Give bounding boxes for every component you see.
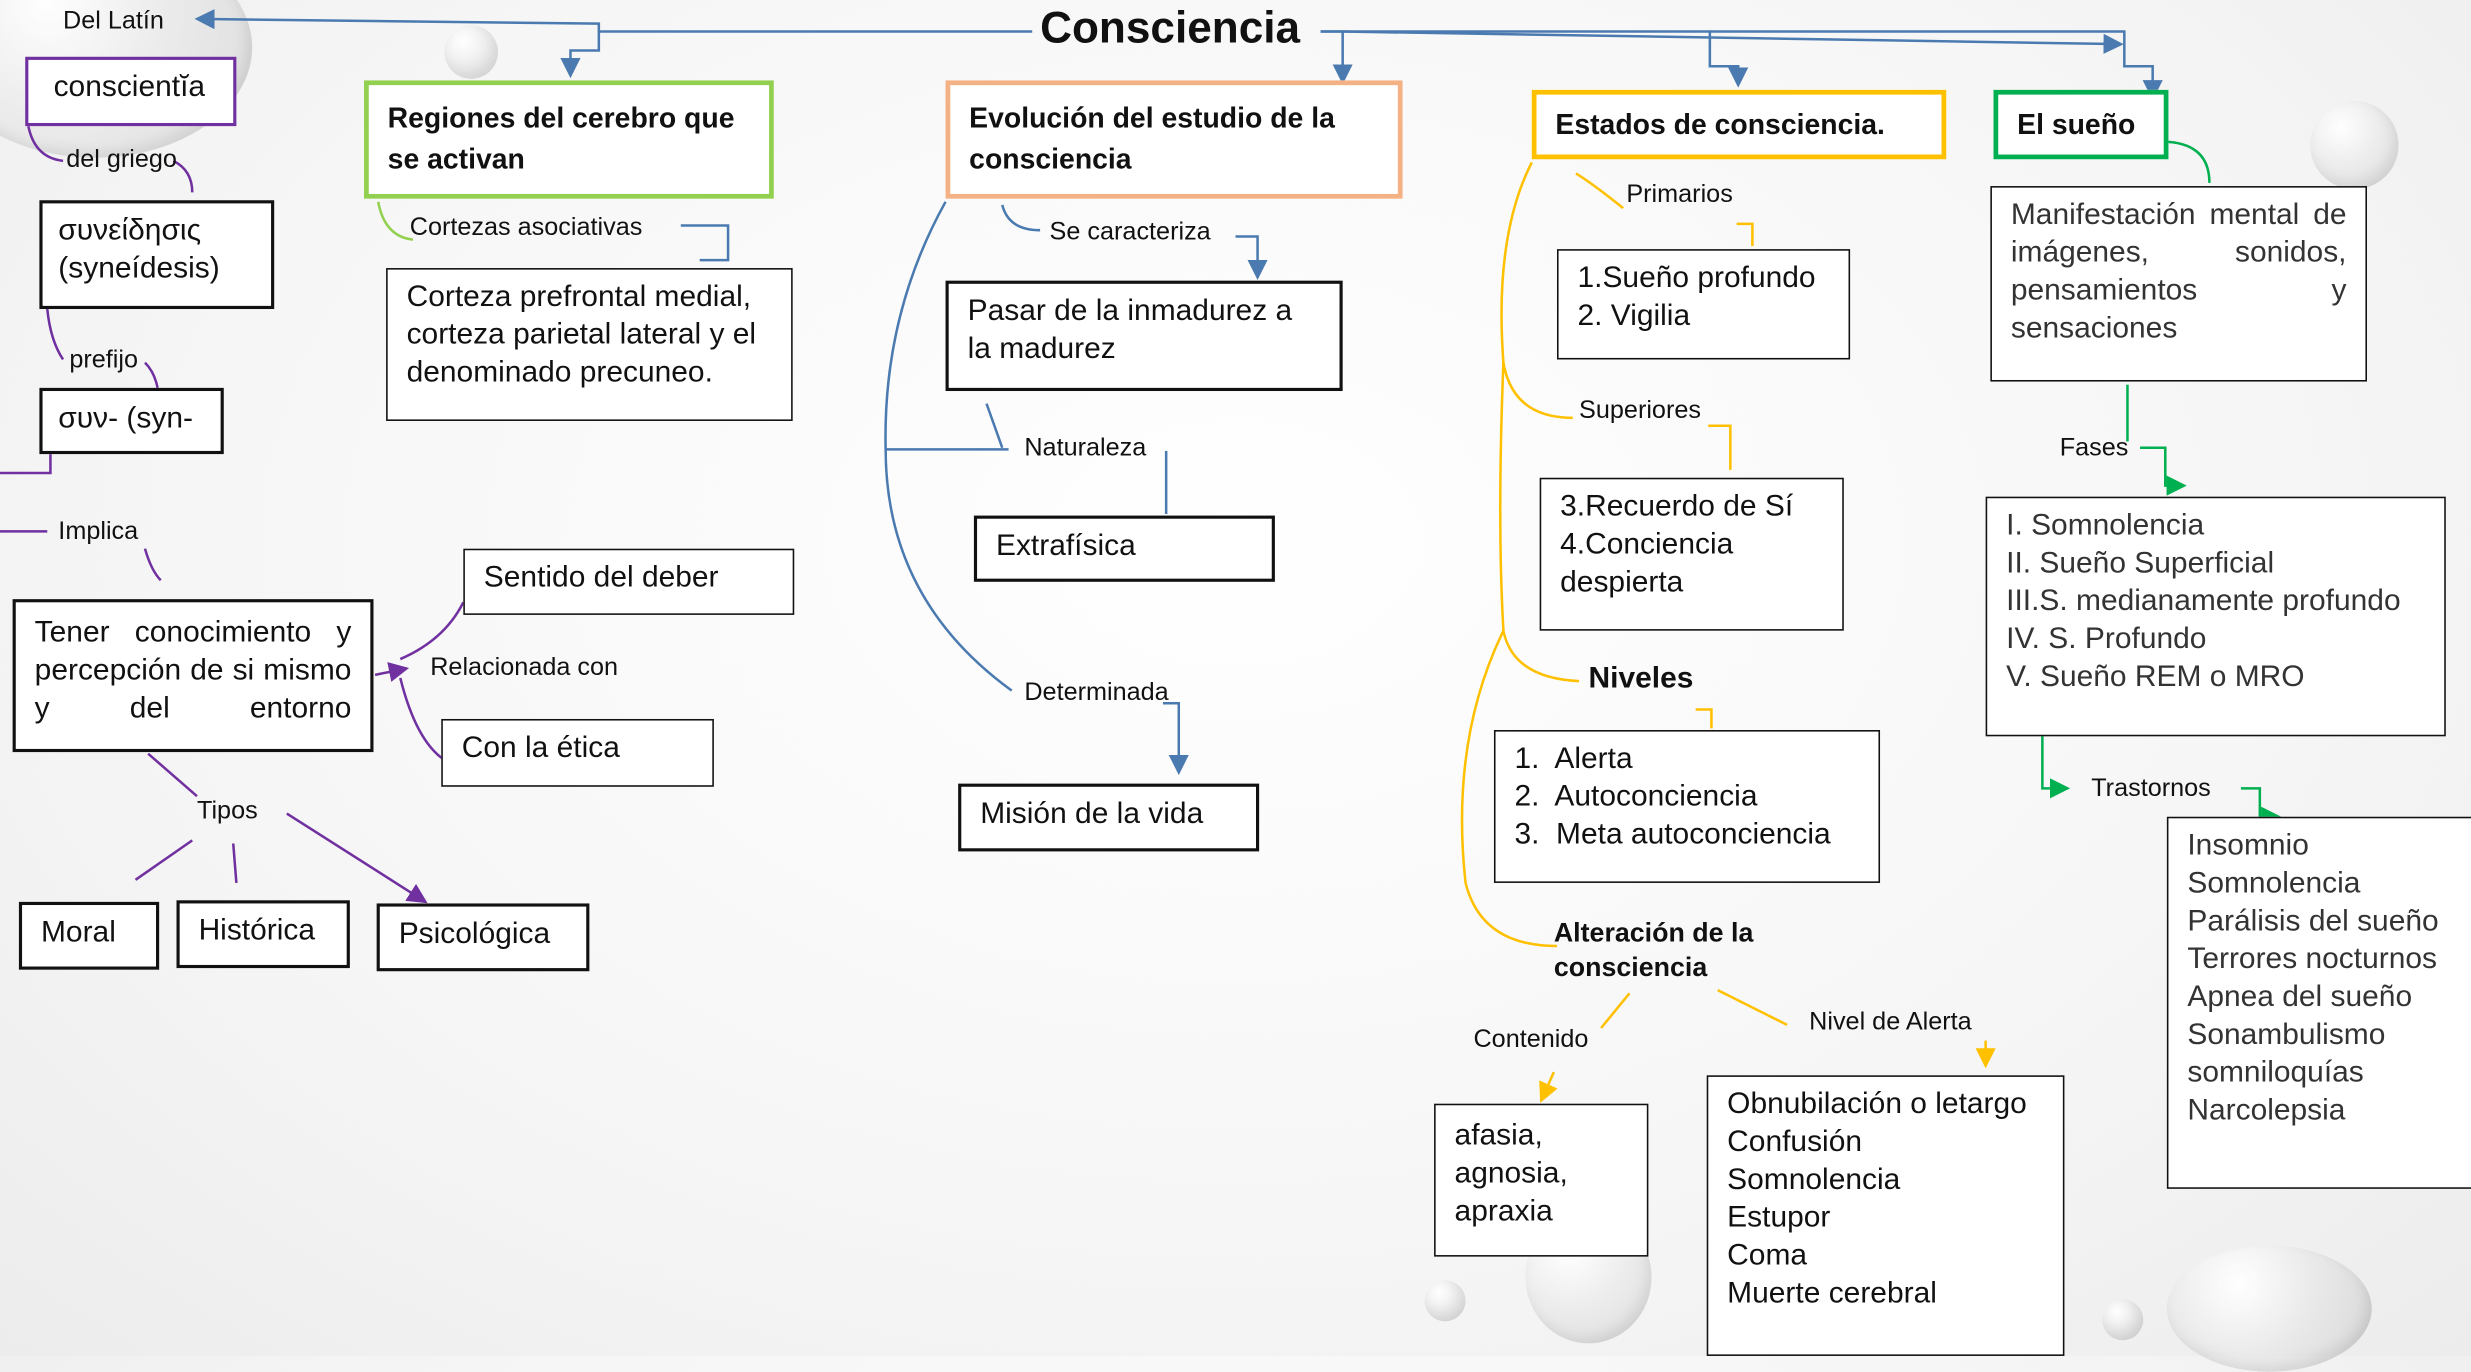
latin-word-box: conscientĭa (25, 56, 237, 127)
trastornos-label: Trastornos (2091, 775, 2211, 803)
cortezas-label: Cortezas asociativas (409, 214, 643, 242)
estados-title: Estados de consciencia. (1555, 108, 1885, 141)
trastornos-item: somniloquías (2187, 1056, 2364, 1090)
fases-item: I. Somnolencia (2006, 509, 2205, 543)
contenido-text: afasia, agnosia, apraxia (1454, 1119, 1568, 1229)
alerta-item: Obnubilación o letargo (1727, 1087, 2027, 1122)
contenido-box: afasia, agnosia, apraxia (1434, 1103, 1649, 1257)
trastornos-item: Parálisis del sueño (2187, 905, 2439, 939)
type-moral-box: Moral (18, 901, 160, 970)
etica-text: Con la ética (461, 731, 620, 765)
caracteriza-label: Se caracteriza (1049, 219, 1211, 246)
latin-word: conscientĭa (53, 70, 206, 105)
trastornos-item: Narcolepsia (2187, 1094, 2346, 1128)
droplet-decoration (2102, 1299, 2144, 1341)
trastornos-item: Apnea del sueño (2187, 980, 2413, 1014)
superiores-label: Superiores (1579, 397, 1701, 425)
del-latin-label: Del Latín (63, 7, 164, 35)
sueno-definition-box: Manifestación mental de imágenes, sonido… (1990, 186, 2368, 382)
trastornos-item: Insomnio (2187, 829, 2309, 863)
fases-box: I. Somnolencia II. Sueño Superficial III… (1985, 496, 2446, 737)
alerta-item: Confusión (1727, 1125, 1863, 1159)
trastornos-item: Sonambulismo (2187, 1018, 2386, 1052)
alerta-item: Muerte cerebral (1727, 1277, 1937, 1311)
pasar-text: Pasar de la inmadurez a la madurez (967, 294, 1293, 366)
page-title: Consciencia (1040, 3, 1301, 53)
superiores-item: 3.Recuerdo de Sí (1560, 490, 1794, 524)
superiores-item: 4.Conciencia despierta (1560, 528, 1734, 600)
niveles-box: 1. Alerta 2. Autoconciencia 3. Meta auto… (1493, 730, 1881, 883)
determinada-label: Determinada (1024, 679, 1169, 707)
naturaleza-label: Naturaleza (1024, 435, 1147, 462)
primarios-item: 2. Vigilia (1577, 299, 1691, 333)
alerta-item: Estupor (1727, 1201, 1831, 1235)
trastornos-box: Insomnio Somnolencia Parálisis del sueño… (2166, 816, 2471, 1189)
regiones-title: Regiones del cerebro que se activan (387, 102, 735, 176)
tipos-label: Tipos (196, 797, 258, 825)
sueno-definition: Manifestación mental de imágenes, sonido… (2010, 198, 2347, 346)
prefix-box: συν- (syn- (39, 387, 224, 455)
regiones-content-box: Corteza prefrontal medial, corteza parie… (386, 268, 793, 421)
fases-item: III.S. medianamente profundo (2006, 584, 2401, 619)
nivel-alerta-label: Nivel de Alerta (1809, 1009, 1972, 1036)
primarios-label: Primarios (1626, 181, 1733, 209)
primarios-item: 1.Sueño profundo (1577, 261, 1816, 295)
prefix-word: συν- (syn- (58, 402, 193, 436)
contenido-label: Contenido (1473, 1026, 1589, 1054)
fases-item: II. Sueño Superficial (2006, 547, 2275, 581)
alerta-box: Obnubilación o letargo Confusión Somnole… (1706, 1075, 2065, 1356)
droplet-decoration (444, 25, 498, 79)
type-psicologica: Psicológica (398, 917, 551, 951)
alteracion-label: Alteración de la consciencia (1553, 917, 1754, 983)
relacionada-label: Relacionada con (430, 654, 619, 682)
type-psicologica-box: Psicológica (376, 903, 590, 972)
evolucion-header: Evolución del estudio de la consciencia (945, 80, 1403, 199)
pasar-box: Pasar de la inmadurez a la madurez (945, 280, 1343, 392)
niveles-label: Niveles (1588, 662, 1694, 696)
mision-box: Misión de la vida (958, 783, 1260, 852)
sueno-header: El sueño (1993, 89, 2169, 160)
type-moral: Moral (40, 916, 116, 950)
droplet-decoration (1424, 1280, 1466, 1322)
greek-word-box: συνείδησις (syneídesis) (39, 200, 275, 310)
sueno-title: El sueño (2017, 108, 2136, 141)
evolucion-title: Evolución del estudio de la consciencia (969, 102, 1335, 176)
type-historica: Histórica (198, 914, 316, 948)
type-historica-box: Histórica (176, 900, 350, 969)
niveles-item: 3. Meta autoconciencia (1514, 818, 1831, 852)
sentido-box: Sentido del deber (463, 548, 795, 615)
trastornos-item: Terrores nocturnos (2187, 942, 2437, 976)
regiones-header: Regiones del cerebro que se activan (364, 80, 774, 199)
estados-header: Estados de consciencia. (1531, 89, 1947, 160)
droplet-decoration (2310, 100, 2399, 190)
alerta-item: Somnolencia (1727, 1163, 1901, 1197)
extrafisica-text: Extrafísica (995, 529, 1136, 563)
implica-label: Implica (58, 518, 139, 546)
fases-item: IV. S. Profundo (2006, 622, 2207, 656)
droplet-decoration (2166, 1245, 2372, 1372)
trastornos-item: Somnolencia (2187, 867, 2361, 901)
del-griego-label: del griego (66, 146, 177, 174)
mision-text: Misión de la vida (980, 797, 1204, 831)
fases-item: V. Sueño REM o MRO (2006, 660, 2305, 694)
sentido-text: Sentido del deber (483, 561, 719, 595)
primarios-box: 1.Sueño profundo 2. Vigilia (1556, 249, 1851, 360)
extrafisica-box: Extrafísica (973, 515, 1275, 582)
greek-word: συνείδησις (syneídesis) (58, 214, 220, 286)
prefijo-label: prefijo (69, 346, 139, 374)
alerta-item: Coma (1727, 1239, 1808, 1273)
superiores-box: 3.Recuerdo de Sí 4.Conciencia despierta (1539, 477, 1844, 631)
etica-box: Con la ética (441, 718, 714, 787)
niveles-item: 1. Alerta (1514, 742, 1633, 776)
regiones-content: Corteza prefrontal medial, corteza parie… (406, 280, 757, 390)
fases-label: Fases (2059, 435, 2129, 462)
niveles-item: 2. Autoconciencia (1514, 780, 1758, 814)
definition-text: Tener conocimiento y percepción de si mi… (34, 616, 352, 726)
definition-box: Tener conocimiento y percepción de si mi… (12, 599, 374, 753)
